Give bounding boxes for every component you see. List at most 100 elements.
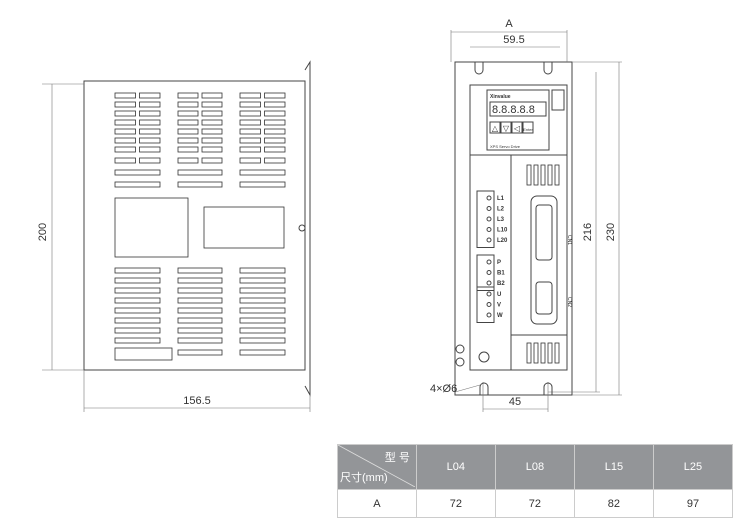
vent-slot	[139, 92, 161, 99]
vent-slot	[533, 164, 539, 186]
model-header: L04	[415, 444, 496, 490]
vent-slot	[201, 128, 223, 135]
terminal-screw	[486, 291, 492, 297]
vent-slot	[114, 287, 161, 294]
vent-slot	[139, 146, 161, 153]
panel-button-label: △	[492, 124, 499, 133]
vent-slot	[239, 128, 261, 135]
terminal-screw	[486, 280, 492, 286]
vent-slot	[239, 146, 261, 153]
row-label: A	[337, 489, 417, 518]
terminal-screw	[486, 237, 492, 243]
vent-slot	[177, 181, 223, 188]
vent-slot	[239, 307, 286, 314]
panel-button	[489, 121, 501, 134]
table-row: A 72 72 82 97	[337, 489, 733, 518]
vent-slot	[201, 119, 223, 126]
model-header: L25	[652, 444, 733, 490]
model-header: L08	[494, 444, 575, 490]
terminal-label: L3	[497, 217, 505, 223]
vent-slot	[177, 349, 223, 356]
vent-slot	[264, 157, 286, 164]
screw-icon	[455, 344, 465, 354]
vent-slot	[139, 128, 161, 135]
led-digits: 8.8.8.8.8	[492, 104, 535, 116]
cn1-connector	[535, 204, 553, 261]
dim-45: 45	[509, 396, 521, 408]
vent-slot	[177, 297, 223, 304]
header-model: 型 号	[384, 452, 410, 464]
vent-slot	[526, 342, 532, 364]
vent-slot	[264, 137, 286, 144]
vent-slot	[264, 119, 286, 126]
terminal-label: V	[497, 303, 501, 309]
terminal-label: B2	[497, 281, 505, 287]
vent-slot	[201, 110, 223, 117]
vent-slot	[114, 327, 161, 334]
vent-slot	[264, 101, 286, 108]
screw-icon	[455, 357, 465, 367]
vent-slot	[201, 92, 223, 99]
vent-slot	[201, 137, 223, 144]
terminal-label: W	[497, 313, 503, 319]
led-display	[489, 101, 547, 117]
vent-slot	[114, 307, 161, 314]
vent-slot	[201, 157, 223, 164]
panel-button	[522, 121, 534, 134]
model-header: L15	[573, 444, 654, 490]
terminal-label: U	[497, 292, 501, 298]
vent-slot	[547, 342, 553, 364]
vent-slot	[177, 277, 223, 284]
terminal-block	[476, 254, 495, 291]
vent-slot	[177, 146, 199, 153]
terminal-screw	[486, 195, 492, 201]
vent-slot	[177, 327, 223, 334]
vent-slot	[114, 137, 136, 144]
side-body	[83, 80, 306, 371]
vent-slot	[114, 146, 136, 153]
front-view: Xinvalue 8.8.8.8.8 △▽◁Enter XPS Servo Dr…	[430, 18, 622, 412]
vent-slot	[540, 164, 546, 186]
dimension-drawing: 200 156.5 Xinvalue 8.8.8.8.8 △▽◁Enter XP…	[37, 18, 622, 412]
vent-slot	[239, 157, 261, 164]
dimension-table: 型 号 尺寸(mm) L04 L08 L15 L25 A 72 72 82 97	[337, 444, 733, 518]
table-corner: 型 号 尺寸(mm)	[337, 444, 417, 490]
label-window	[114, 197, 189, 258]
vent-slot	[264, 128, 286, 135]
vent-slot	[239, 317, 286, 324]
vent-slot	[239, 327, 286, 334]
dim-230: 230	[605, 223, 617, 241]
vent-slot	[114, 181, 161, 188]
display-panel	[486, 89, 550, 151]
dim-216: 216	[582, 223, 594, 241]
vent-slot	[239, 110, 261, 117]
vent-slot	[201, 146, 223, 153]
vent-slot	[177, 157, 199, 164]
side-view: 200 156.5	[37, 60, 560, 412]
connector-housing	[530, 195, 558, 325]
vent-slot	[139, 137, 161, 144]
front-body	[469, 84, 568, 371]
vent-slot	[239, 181, 286, 188]
vent-slot	[239, 297, 286, 304]
terminal-screw	[486, 259, 492, 265]
ground-icon	[478, 351, 490, 363]
vent-slot	[264, 146, 286, 153]
panel-label: XPS Servo Drive	[490, 144, 521, 149]
vent-slot	[533, 342, 539, 364]
vent-slot	[239, 267, 286, 274]
vent-slot	[264, 92, 286, 99]
side-flange	[304, 60, 311, 397]
terminal-block	[476, 190, 495, 248]
panel-button-label: Enter	[523, 127, 533, 132]
vent-slot	[526, 164, 532, 186]
vent-slot	[239, 349, 286, 356]
cn2-connector	[535, 281, 553, 315]
terminal-label: L2	[497, 207, 505, 213]
vent-slot	[177, 101, 199, 108]
cell: 72	[494, 489, 575, 518]
vent-slot	[114, 101, 136, 108]
vent-slot	[114, 110, 136, 117]
dim-59-5: 59.5	[503, 34, 524, 46]
terminal-screw	[486, 270, 492, 275]
